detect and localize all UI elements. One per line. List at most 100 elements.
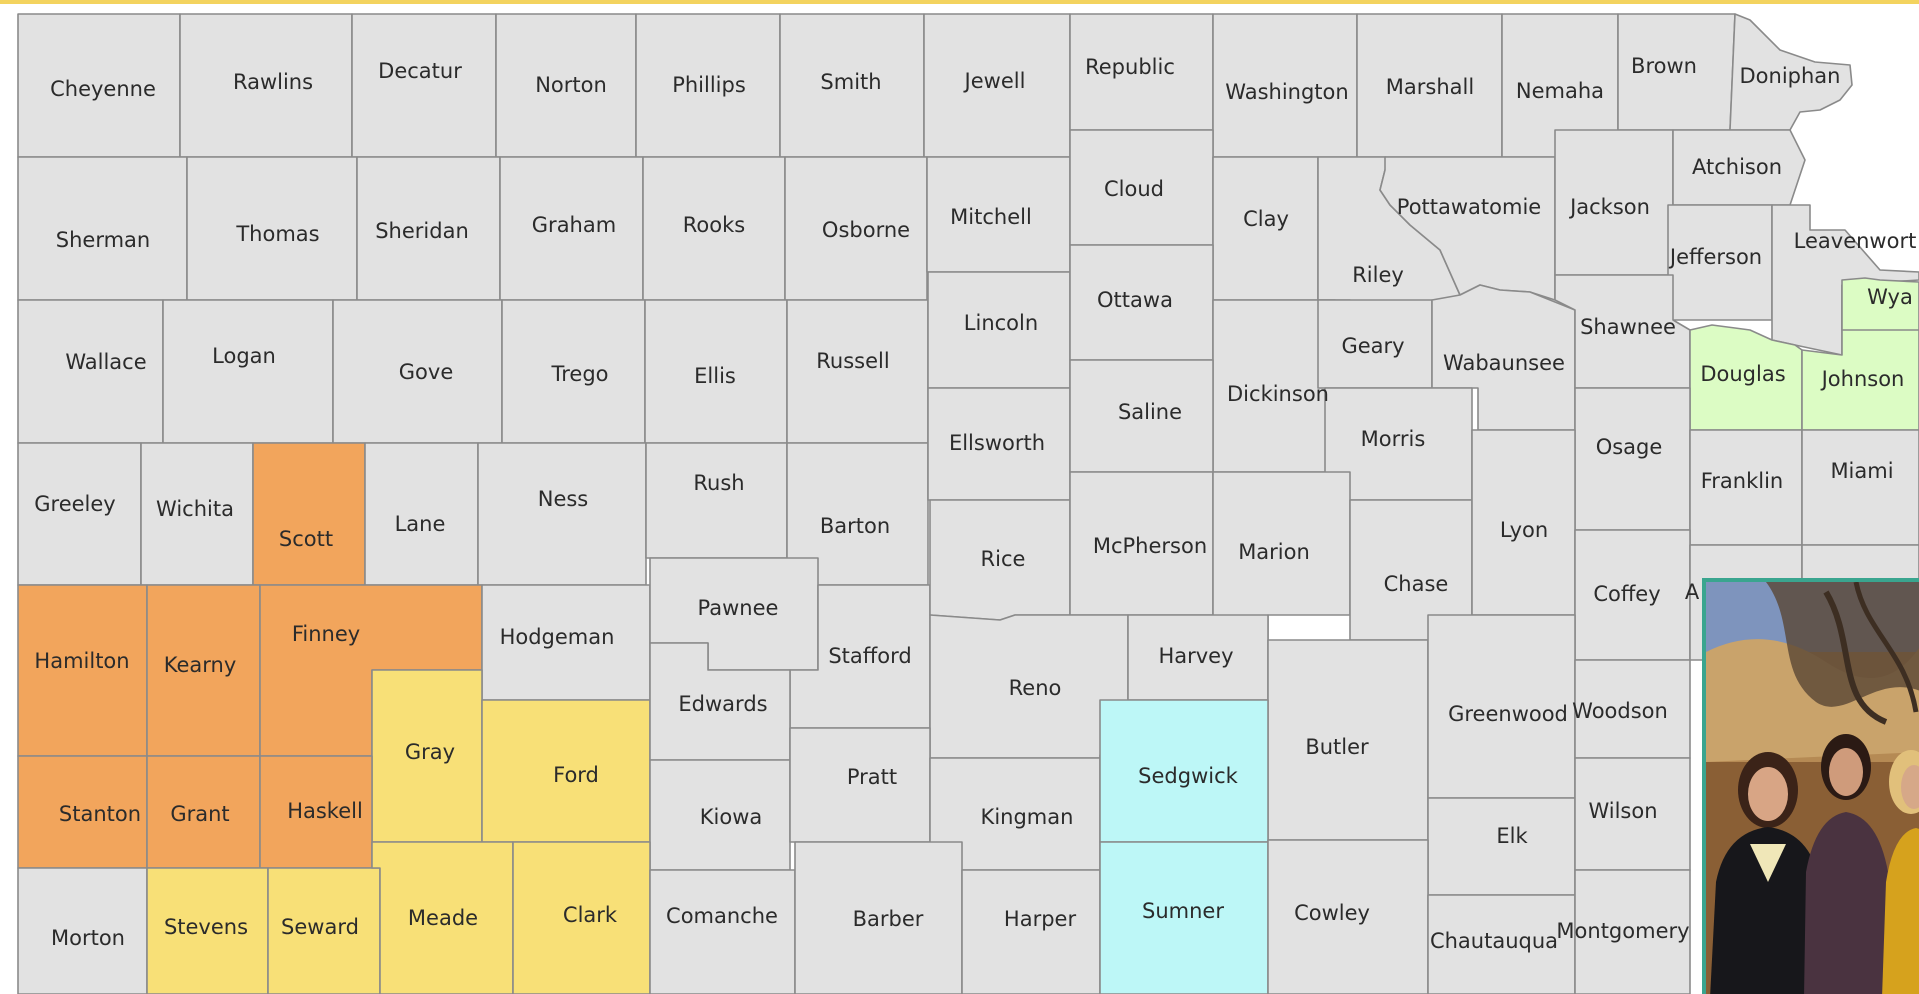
county-wyandotte[interactable] [1841, 277, 1919, 331]
county-label-ford: Ford [553, 763, 599, 787]
county-label-greeley: Greeley [34, 492, 115, 516]
county-label-hamilton: Hamilton [34, 649, 129, 673]
county-label-thomas: Thomas [235, 222, 319, 246]
county-label-montgomery: Montgomery [1556, 919, 1689, 943]
county-osage[interactable] [1574, 387, 1691, 531]
county-label-meade: Meade [408, 906, 478, 930]
county-label-republic: Republic [1085, 55, 1175, 79]
county-label-pawnee: Pawnee [698, 596, 779, 620]
county-label-rawlins: Rawlins [233, 70, 313, 94]
county-label-jewell: Jewell [963, 69, 1026, 93]
county-label-lincoln: Lincoln [964, 311, 1038, 335]
county-label-lane: Lane [395, 512, 446, 536]
county-decatur[interactable] [351, 13, 497, 158]
county-logan[interactable] [162, 299, 334, 444]
county-harper[interactable] [961, 869, 1101, 994]
county-rush[interactable] [645, 442, 788, 559]
county-label-douglas: Douglas [1700, 362, 1785, 386]
county-label-atchison: Atchison [1692, 155, 1782, 179]
county-scott[interactable] [252, 442, 366, 586]
county-label-ellsworth: Ellsworth [949, 431, 1045, 455]
county-label-chautauqua: Chautauqua [1430, 929, 1558, 953]
county-label-washington: Washington [1225, 80, 1348, 104]
county-label-mcpherson: McPherson [1093, 534, 1207, 558]
county-label-wichita: Wichita [156, 497, 234, 521]
county-comanche[interactable] [649, 869, 796, 994]
county-label-haskell: Haskell [287, 799, 363, 823]
county-label-smith: Smith [820, 70, 881, 94]
county-morton[interactable] [17, 867, 148, 994]
county-label-butler: Butler [1305, 735, 1369, 759]
county-label-wabaunsee: Wabaunsee [1443, 351, 1565, 375]
county-label-harvey: Harvey [1158, 644, 1233, 668]
county-label-mitchell: Mitchell [950, 205, 1032, 229]
county-label-norton: Norton [535, 73, 607, 97]
county-label-brown: Brown [1631, 54, 1697, 78]
county-label-stafford: Stafford [828, 644, 911, 668]
county-label-rooks: Rooks [683, 213, 745, 237]
county-label-sheridan: Sheridan [375, 219, 469, 243]
county-label-chase: Chase [1384, 572, 1449, 596]
county-label-morris: Morris [1361, 427, 1426, 451]
county-label-rush: Rush [693, 471, 744, 495]
county-label-barber: Barber [853, 907, 924, 931]
county-label-decatur: Decatur [378, 59, 462, 83]
county-stevens[interactable] [146, 867, 269, 994]
county-label-ellis: Ellis [694, 364, 736, 388]
county-label-pratt: Pratt [847, 765, 897, 789]
county-label-kiowa: Kiowa [700, 805, 763, 829]
county-cowley[interactable] [1267, 839, 1429, 994]
county-label-kearny: Kearny [164, 653, 237, 677]
county-miami[interactable] [1801, 429, 1919, 546]
county-label-leavenworth: Leavenwort [1794, 229, 1917, 253]
county-shapes [17, 13, 1919, 994]
county-label-clark: Clark [563, 903, 618, 927]
county-label-marshall: Marshall [1386, 75, 1474, 99]
county-label-riley: Riley [1352, 263, 1404, 287]
county-chautauqua[interactable] [1427, 894, 1576, 994]
county-label-marion: Marion [1238, 540, 1310, 564]
group-photo-image [1706, 582, 1919, 994]
county-label-wallace: Wallace [65, 350, 146, 374]
county-label-edwards: Edwards [678, 692, 767, 716]
top-accent-bar [0, 0, 1919, 4]
county-label-logan: Logan [212, 344, 276, 368]
county-sumner[interactable] [1099, 841, 1269, 994]
county-label-coffey: Coffey [1593, 582, 1660, 606]
county-label-graham: Graham [532, 213, 616, 237]
county-label-sumner: Sumner [1142, 899, 1224, 923]
county-seward[interactable] [267, 867, 381, 994]
county-label-morton: Morton [51, 926, 125, 950]
county-label-gove: Gove [399, 360, 453, 384]
county-label-nemaha: Nemaha [1516, 79, 1604, 103]
county-label-russell: Russell [816, 349, 889, 373]
county-ness[interactable] [477, 442, 647, 586]
county-label-harper: Harper [1004, 907, 1077, 931]
county-label-anderson: A [1685, 580, 1700, 604]
county-label-clay: Clay [1243, 207, 1289, 231]
county-label-comanche: Comanche [666, 904, 778, 928]
county-label-sedgwick: Sedgwick [1138, 764, 1238, 788]
county-montgomery[interactable] [1574, 869, 1691, 994]
county-label-stevens: Stevens [164, 915, 248, 939]
county-label-finney: Finney [292, 622, 360, 646]
county-clark[interactable] [512, 841, 651, 994]
county-label-kingman: Kingman [981, 805, 1074, 829]
county-label-elk: Elk [1496, 824, 1528, 848]
county-label-saline: Saline [1118, 400, 1182, 424]
county-barber[interactable] [794, 841, 963, 994]
county-label-miami: Miami [1830, 459, 1893, 483]
county-label-woodson: Woodson [1572, 699, 1668, 723]
county-label-grant: Grant [170, 802, 229, 826]
county-label-phillips: Phillips [672, 73, 746, 97]
county-label-geary: Geary [1341, 334, 1404, 358]
county-label-reno: Reno [1009, 676, 1062, 700]
county-label-shawnee: Shawnee [1580, 315, 1676, 339]
county-label-wilson: Wilson [1588, 799, 1657, 823]
county-label-cowley: Cowley [1294, 901, 1370, 925]
county-label-seward: Seward [281, 915, 359, 939]
county-label-pottawatomie: Pottawatomie [1397, 195, 1541, 219]
county-atchison[interactable] [1672, 129, 1806, 206]
